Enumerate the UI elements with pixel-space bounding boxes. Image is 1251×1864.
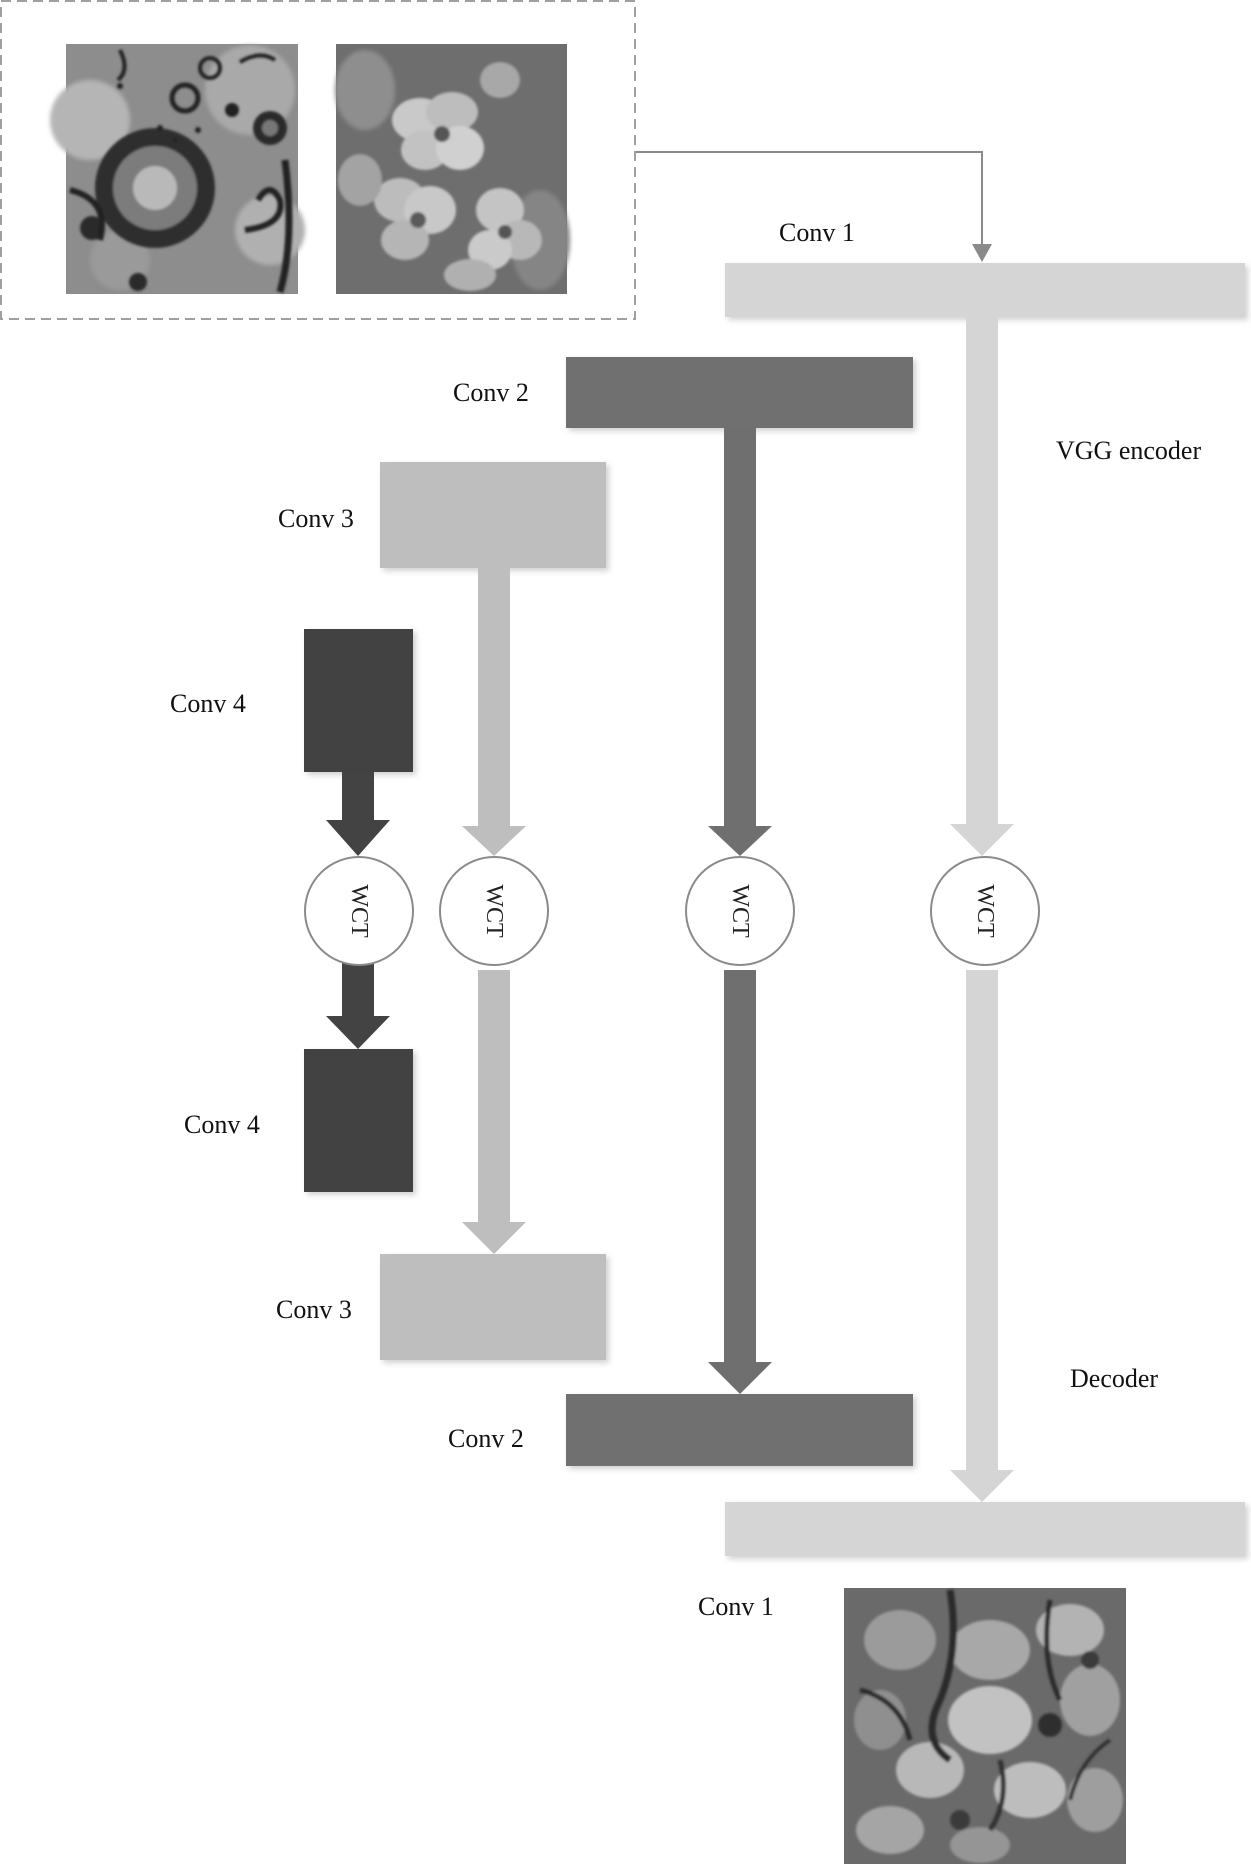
level4-path <box>304 629 413 1192</box>
wct-label: WCT <box>727 884 753 938</box>
decoder-conv4-block <box>304 1049 413 1192</box>
decoder-conv3-arrow <box>462 970 526 1254</box>
wct-label: WCT <box>346 884 372 938</box>
encoder-conv3-label: Conv 3 <box>278 504 354 533</box>
decoder-conv3-label: Conv 3 <box>276 1295 352 1324</box>
encoder-conv1-label: Conv 1 <box>779 218 855 247</box>
level1-path <box>725 263 1245 1556</box>
output-image <box>844 1588 1126 1864</box>
level2-path <box>566 357 913 1466</box>
decoder-label: Decoder <box>1070 1364 1158 1393</box>
encoder-conv4-label: Conv 4 <box>170 689 246 718</box>
decoder-conv1-arrow <box>950 970 1014 1502</box>
vgg-encoder-label: VGG encoder <box>1056 436 1201 465</box>
decoder-conv1-label: Conv 1 <box>698 1592 774 1621</box>
encoder-conv2-label: Conv 2 <box>453 378 529 407</box>
wct-node-1: WCT <box>304 856 414 966</box>
wct-label: WCT <box>481 884 507 938</box>
wct-node-4: WCT <box>930 856 1040 966</box>
encoder-conv1-arrow <box>950 317 1014 856</box>
encoder-conv2-block <box>566 357 913 428</box>
decoder-conv2-label: Conv 2 <box>448 1424 524 1453</box>
level3-path <box>380 462 606 1360</box>
decoder-conv4-arrow <box>326 962 390 1049</box>
content-image <box>50 44 305 294</box>
decoder-conv2-arrow <box>708 970 772 1394</box>
encoder-conv4-block <box>304 629 413 772</box>
encoder-conv3-block <box>380 462 606 568</box>
decoder-conv1-block <box>725 1502 1245 1556</box>
encoder-conv2-arrow <box>708 428 772 856</box>
encoder-conv4-arrow <box>326 772 390 856</box>
input-connector <box>636 151 992 262</box>
decoder-conv4-label: Conv 4 <box>184 1110 260 1139</box>
wct-label: WCT <box>972 884 998 938</box>
input-images-frame <box>0 0 636 320</box>
style-image <box>335 44 570 294</box>
wct-node-2: WCT <box>439 856 549 966</box>
decoder-conv3-block <box>380 1254 606 1360</box>
encoder-conv1-block <box>725 263 1245 317</box>
wct-node-3: WCT <box>685 856 795 966</box>
decoder-conv2-block <box>566 1394 913 1466</box>
encoder-conv3-arrow <box>462 568 526 856</box>
